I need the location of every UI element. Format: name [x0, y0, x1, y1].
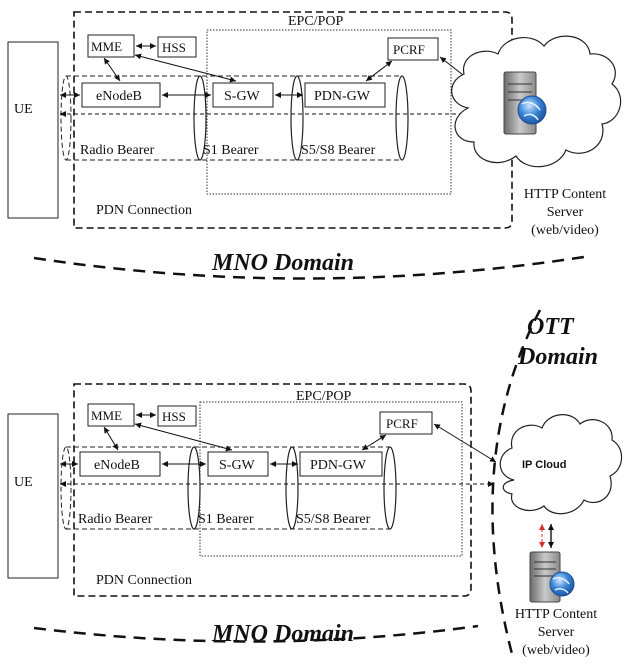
bearer-left-cap-bottom: [60, 446, 72, 530]
ue-label-bottom: UE: [14, 475, 33, 490]
ott-domain-arc: [491, 309, 542, 655]
mme-sgw-arrow-bottom: [134, 422, 233, 452]
pdn-connection-boundary: [73, 11, 513, 229]
ip-cloud: [499, 414, 623, 515]
bearer-right-cap: [395, 75, 409, 161]
epc-pop-label-bottom: EPC/POP: [296, 389, 351, 404]
radio-bearer-label-bottom: Radio Bearer: [78, 512, 153, 527]
ue-box-bottom: [7, 413, 59, 579]
enodeb-label-bottom: eNodeB: [94, 458, 140, 473]
s1-s5-boundary: [290, 75, 304, 161]
s1-bearer-label: S1 Bearer: [203, 143, 259, 158]
ue-box: [7, 41, 59, 219]
ott-label-line2: Domain: [517, 344, 598, 370]
mme-sgw-arrow: [134, 53, 237, 83]
http-server-icon: [503, 71, 547, 135]
server-label-line2: Server: [547, 205, 584, 220]
enodeb-box: [81, 82, 161, 108]
mme-label-bottom: MME: [91, 408, 122, 423]
pdngw-label: PDN-GW: [314, 89, 371, 104]
pdngw-label-bottom: PDN-GW: [310, 458, 367, 473]
mno-domain-label: MNO Domain: [211, 250, 354, 276]
enodeb-label: eNodeB: [96, 89, 142, 104]
sgw-label: S-GW: [224, 89, 261, 104]
pcrf-label-bottom: PCRF: [386, 416, 418, 431]
mme-box-bottom: [87, 403, 135, 427]
bearer-right-cap-bottom: [383, 446, 397, 530]
sgw-label-bottom: S-GW: [219, 458, 256, 473]
pcrf-pdngw-arrow-bottom: [361, 434, 387, 451]
s1-bearer-label-bottom: S1 Bearer: [198, 512, 254, 527]
top-diagram: UE EPC/POP MME HSS PCRF eNodeB S-GW PDN-…: [7, 11, 622, 280]
epc-pop-box-bottom: [199, 401, 463, 557]
pcrf-label: PCRF: [393, 42, 425, 57]
mno-domain-arc-bottom: [33, 624, 479, 643]
ott-label-line1: OTT: [527, 314, 575, 340]
s5s8-bearer-label-bottom: S5/S8 Bearer: [296, 512, 371, 527]
ip-cloud-label: IP Cloud: [522, 459, 566, 471]
server-label-line1: HTTP Content: [524, 187, 606, 202]
mno-domain-label-bottom: MNO Domain: [211, 621, 354, 647]
pcrf-box-bottom: [379, 411, 433, 435]
ue-label: UE: [14, 102, 33, 117]
server-label-bottom-line1: HTTP Content: [515, 607, 597, 622]
pdn-connection-label: PDN Connection: [96, 203, 192, 218]
radio-bearer-label: Radio Bearer: [80, 143, 155, 158]
server-label-bottom-line2: Server: [538, 625, 575, 640]
mme-label: MME: [91, 39, 122, 54]
pdn-connection-label-bottom: PDN Connection: [96, 573, 192, 588]
epc-pop-label: EPC/POP: [288, 14, 343, 29]
pdn-connection-boundary-bottom: [73, 383, 472, 597]
pcrf-pdngw-arrow: [365, 60, 393, 82]
s1-s5-boundary-bottom: [285, 446, 299, 530]
sgw-box: [212, 82, 274, 108]
enodeb-box-bottom: [79, 451, 161, 477]
mme-enodeb-arrow: [103, 57, 121, 82]
pcrf-cloud-arrow-bottom: [433, 423, 497, 463]
bearer-left-cap: [60, 75, 72, 161]
hss-label: HSS: [162, 40, 186, 55]
bottom-diagram: OTT Domain UE EPC/POP MME HSS PCRF eNode…: [7, 309, 623, 658]
server-label-bottom-line3: (web/video): [522, 643, 590, 658]
http-server-icon-bottom: [529, 551, 575, 603]
mme-box: [87, 34, 135, 58]
pcrf-box: [387, 37, 439, 61]
sgw-box-bottom: [207, 451, 269, 477]
pdngw-box: [304, 82, 386, 108]
s5s8-bearer-label: S5/S8 Bearer: [301, 143, 376, 158]
server-label-line3: (web/video): [531, 223, 599, 238]
mme-enodeb-arrow-bottom: [103, 426, 119, 451]
hss-label-bottom: HSS: [162, 409, 186, 424]
pdngw-box-bottom: [299, 451, 383, 477]
